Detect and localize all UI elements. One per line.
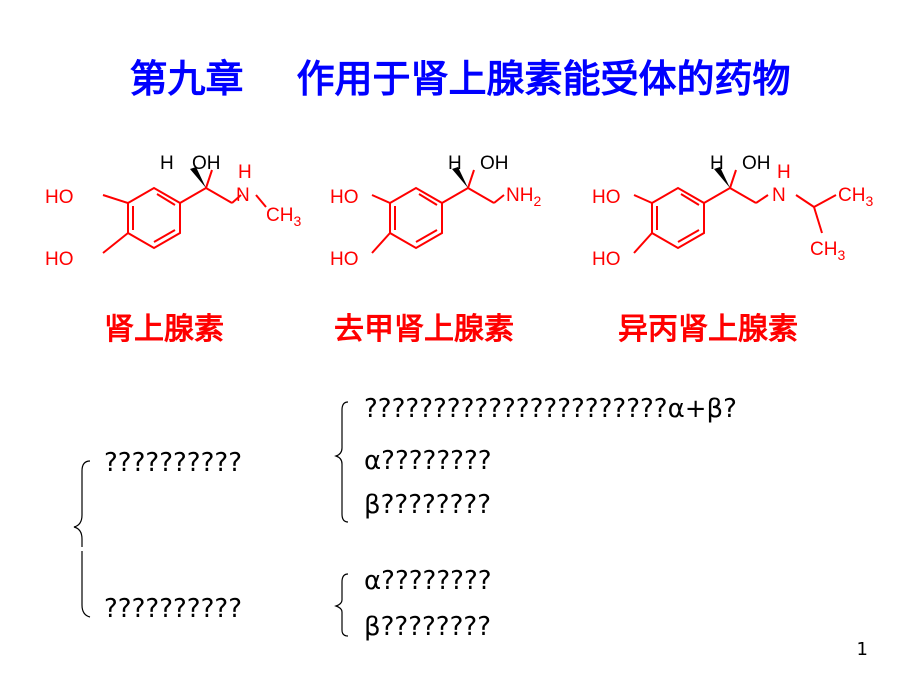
group1-item-2: α???????? bbox=[364, 446, 492, 476]
h-label: H bbox=[710, 153, 724, 174]
group2-item-1: α???????? bbox=[364, 566, 492, 596]
group1-item-3: β???????? bbox=[364, 490, 491, 520]
group2-brace bbox=[334, 573, 349, 637]
page-number: 1 bbox=[856, 639, 868, 660]
ho-top-label: HO bbox=[45, 187, 74, 208]
outer-brace bbox=[73, 460, 91, 618]
molecule-isoprenaline: HO HO H OH H N CH3 CH3 bbox=[590, 145, 890, 275]
ch3-top-label: CH3 bbox=[838, 185, 873, 209]
n-label: N bbox=[236, 185, 250, 206]
group1-item-1: ??????????????????????α+β? bbox=[364, 394, 737, 424]
molecule-name-epinephrine: 肾上腺素 bbox=[104, 312, 224, 347]
ho-bottom-label: HO bbox=[592, 249, 621, 270]
oh-label: OH bbox=[192, 153, 221, 174]
molecule-name-norepinephrine: 去甲肾上腺素 bbox=[334, 312, 514, 347]
h-label: H bbox=[160, 153, 174, 174]
group2-item-2: β???????? bbox=[364, 612, 491, 642]
slide-title: 第九章 作用于肾上腺素能受体的药物 bbox=[129, 57, 791, 101]
oh-label: OH bbox=[480, 153, 509, 174]
group1-label: ?????????? bbox=[104, 448, 242, 478]
group2-label: ?????????? bbox=[104, 594, 242, 624]
molecule-epinephrine: HO HO H OH H N CH3 bbox=[40, 145, 310, 275]
amine-h-label: H bbox=[777, 162, 791, 183]
ch3-label: CH3 bbox=[266, 205, 301, 229]
ho-top-label: HO bbox=[592, 187, 621, 208]
n-label: N bbox=[772, 185, 786, 206]
h-label: H bbox=[448, 153, 462, 174]
nh2-label: NH2 bbox=[506, 185, 541, 209]
group1-brace bbox=[334, 401, 349, 523]
ho-top-label: HO bbox=[330, 187, 359, 208]
molecule-name-isoprenaline: 异丙肾上腺素 bbox=[618, 312, 798, 347]
molecule-norepinephrine: HO HO H OH NH2 bbox=[328, 145, 578, 275]
oh-label: OH bbox=[742, 153, 771, 174]
ho-bottom-label: HO bbox=[45, 249, 74, 270]
ch3-bottom-label: CH3 bbox=[810, 239, 845, 263]
ho-bottom-label: HO bbox=[330, 249, 359, 270]
amine-h-label: H bbox=[238, 162, 252, 183]
